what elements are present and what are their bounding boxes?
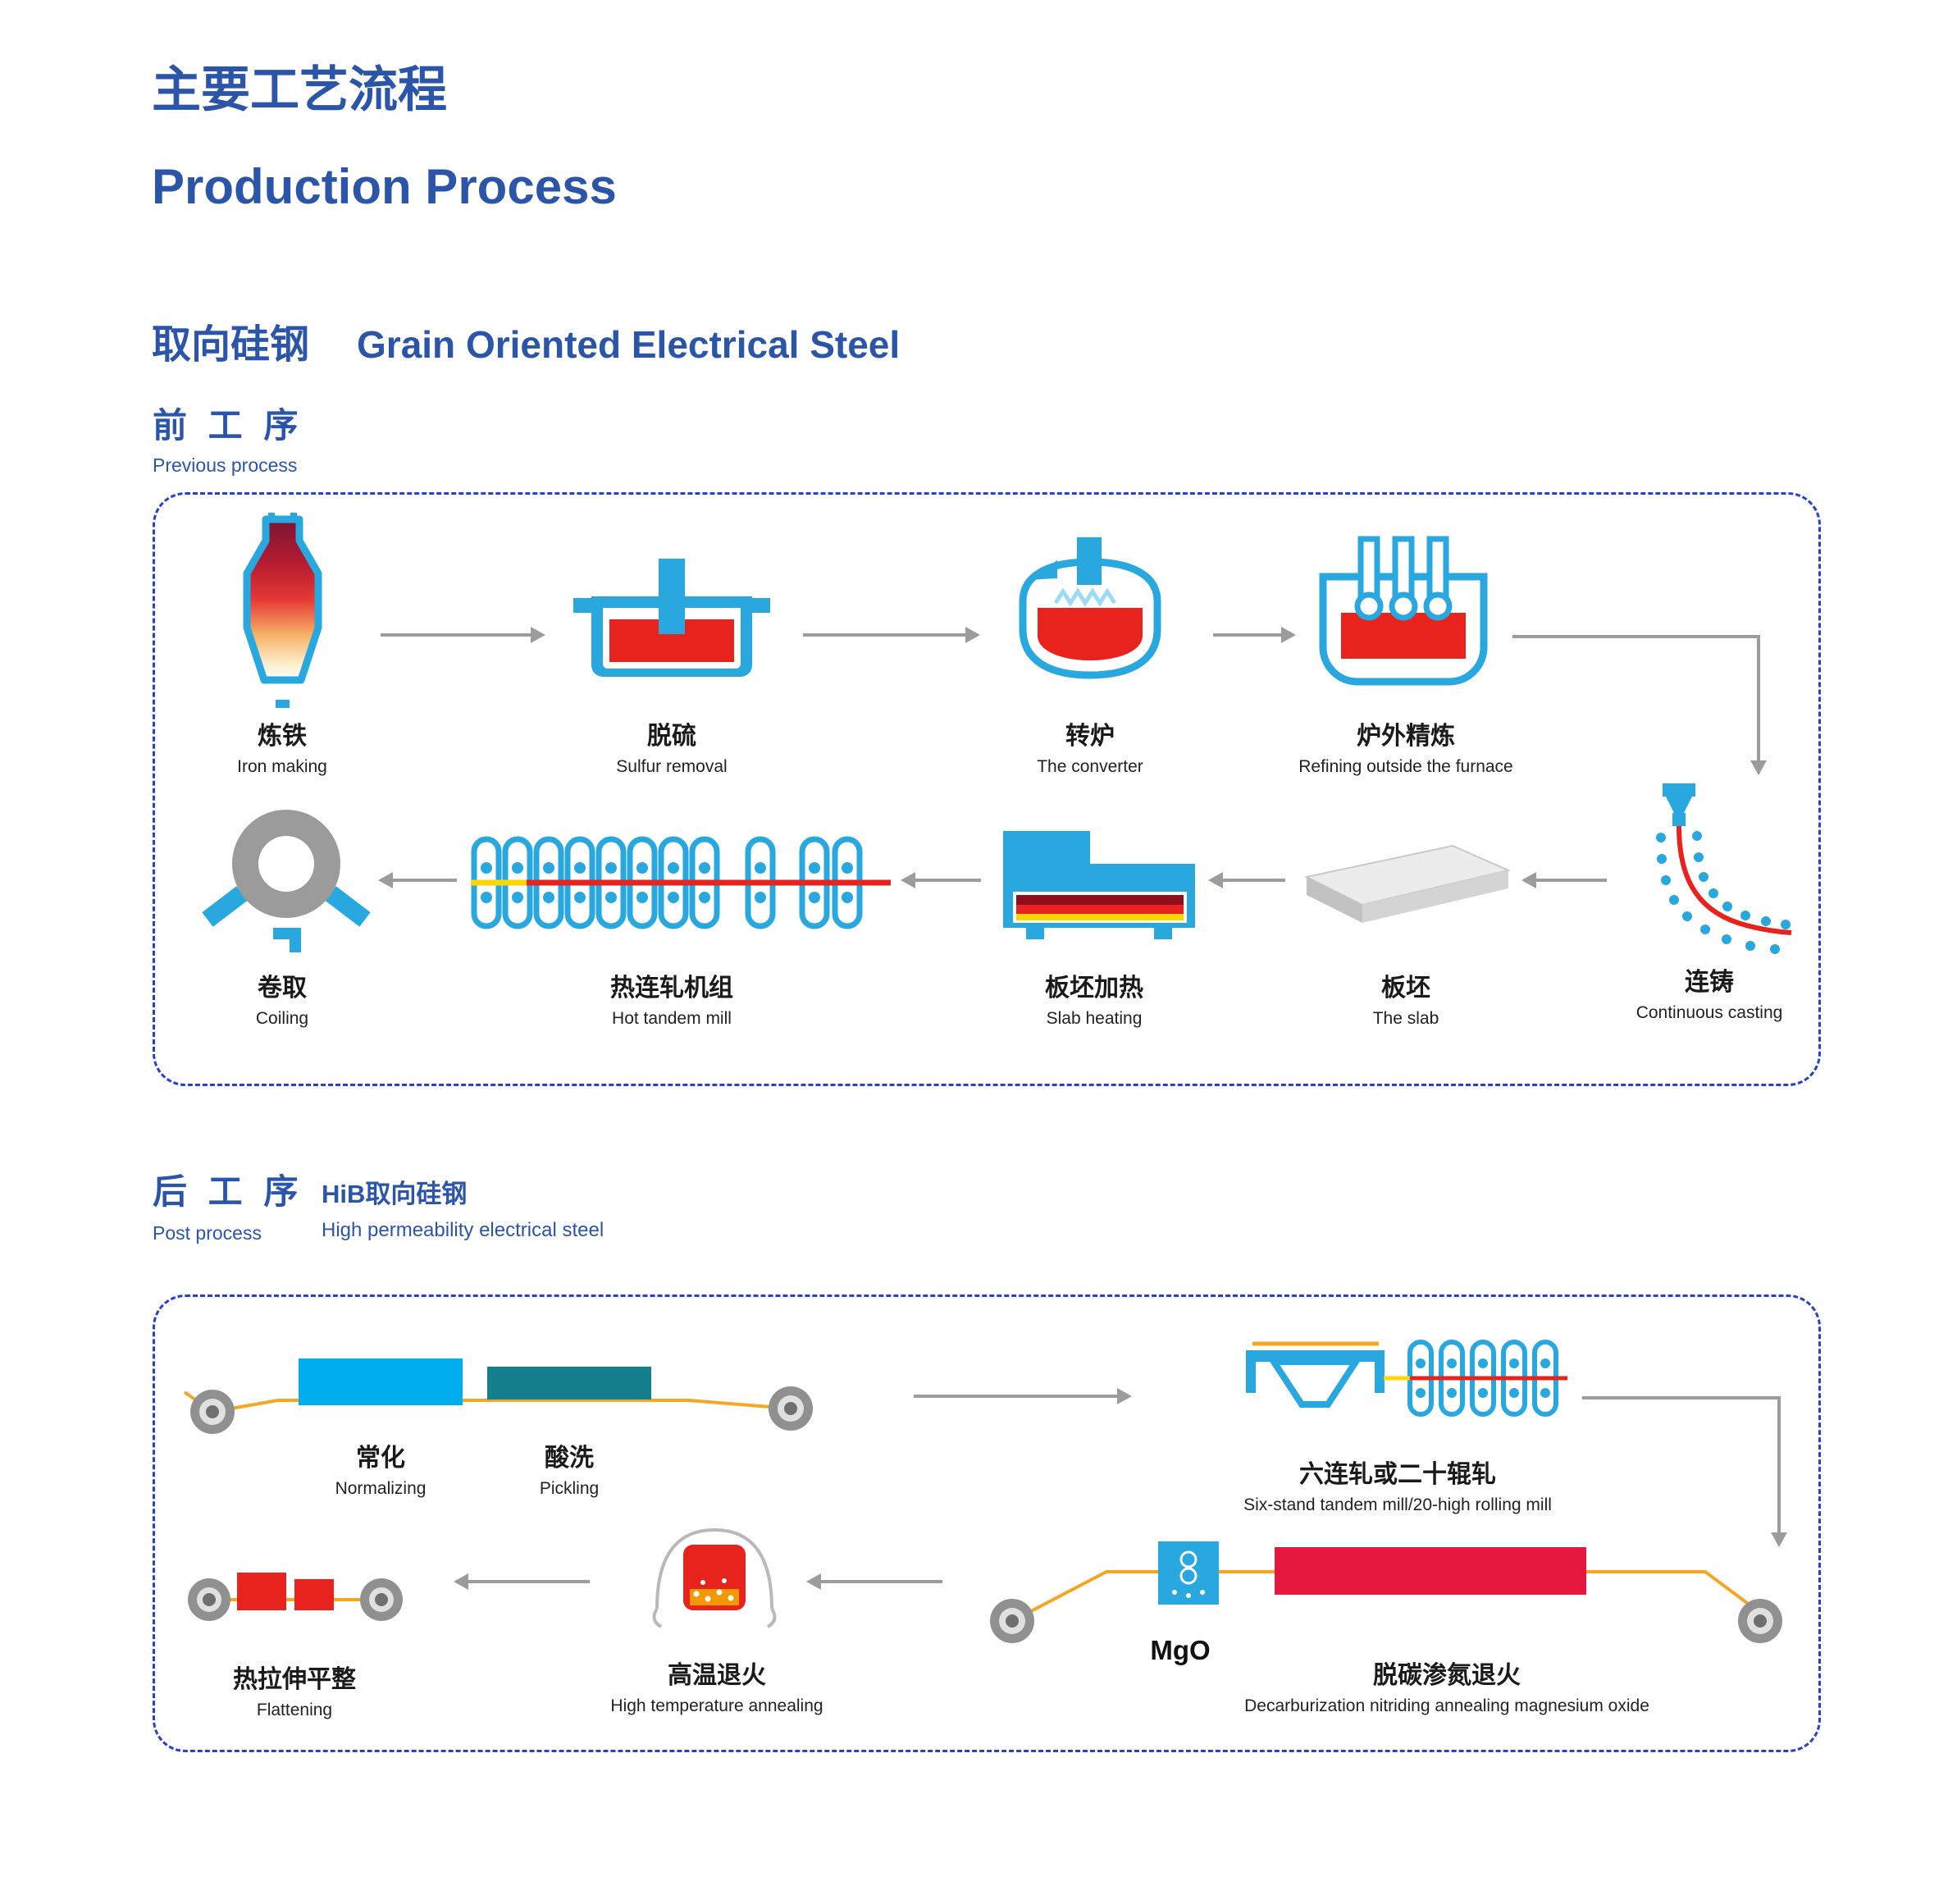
roller-icon bbox=[990, 1599, 1034, 1643]
arrow-iron-to-sulfur bbox=[381, 627, 545, 643]
label-en: Decarburization nitriding annealing magn… bbox=[1244, 1696, 1649, 1715]
label-zh: 热连轧机组 bbox=[610, 975, 733, 1002]
coiler-icon bbox=[202, 810, 371, 952]
pickling-tank bbox=[487, 1367, 651, 1399]
arrow-sulfur-to-converter bbox=[803, 627, 980, 643]
label-zh: 脱碳渗氮退火 bbox=[1373, 1662, 1521, 1689]
arrow-heating-to-tandem bbox=[901, 872, 981, 888]
label-en: Slab heating bbox=[1046, 1009, 1143, 1028]
label-zh: 脱硫 bbox=[647, 723, 696, 750]
cold-rolling-mill-icon bbox=[1246, 1340, 1567, 1417]
step-label-tandem-mill: 热连轧机组 Hot tandem mill bbox=[528, 975, 815, 1029]
step-label-coiling: 卷取 Coiling bbox=[184, 975, 381, 1029]
post-process-heading-en: Post process bbox=[153, 1222, 262, 1244]
page-title-en: Production Process bbox=[152, 159, 617, 214]
label-en: Hot tandem mill bbox=[612, 1009, 732, 1028]
label-en: The slab bbox=[1372, 1009, 1439, 1028]
step-label-continuous-casting: 连铸 Continuous casting bbox=[1594, 969, 1824, 1023]
post-process-flow-box: 常化 Normalizing 酸洗 Pickling bbox=[153, 1294, 1821, 1752]
step-label-mgo: MgO bbox=[1150, 1635, 1211, 1665]
flattening-line-icon bbox=[188, 1573, 403, 1621]
normalizing-tank bbox=[299, 1358, 463, 1405]
label-zh: 炼铁 bbox=[258, 723, 307, 750]
post-process-sub-zh: HiB取向硅钢 bbox=[322, 1180, 468, 1208]
label-zh: 六连轧或二十辊轧 bbox=[1299, 1461, 1496, 1488]
label-zh: 热拉伸平整 bbox=[233, 1666, 356, 1693]
pre-process-heading-en: Previous process bbox=[153, 454, 298, 476]
arrow-decarb-to-annealing bbox=[806, 1573, 942, 1590]
section-subtitle: 取向硅钢 Grain Oriented Electrical Steel bbox=[152, 312, 900, 369]
step-label-decarb-annealing: 脱碳渗氮退火 Decarburization nitriding anneali… bbox=[1168, 1662, 1726, 1716]
label-zh: 酸洗 bbox=[545, 1445, 594, 1472]
pre-process-flow-box: 炼铁 Iron making 脱硫 Sulfur removal 转炉 The … bbox=[153, 492, 1821, 1086]
label-zh: 转炉 bbox=[1065, 723, 1115, 750]
post-process-heading-zh: 后 工 序 bbox=[153, 1172, 304, 1211]
step-label-refining: 炉外精炼 Refining outside the furnace bbox=[1266, 723, 1545, 777]
label-zh: 高温退火 bbox=[668, 1662, 766, 1689]
step-label-sulfur-removal: 脱硫 Sulfur removal bbox=[573, 723, 770, 777]
connector-mill-horizontal bbox=[1582, 1396, 1779, 1399]
label-en: Sulfur removal bbox=[616, 757, 728, 776]
label-en: The converter bbox=[1037, 757, 1143, 776]
roller-icon bbox=[360, 1578, 403, 1621]
label-en: Six-stand tandem mill/20-high rolling mi… bbox=[1243, 1495, 1552, 1514]
label-en: Flattening bbox=[256, 1701, 333, 1719]
connector-refining-horizontal bbox=[1512, 635, 1760, 638]
label-en: Coiling bbox=[255, 1009, 309, 1028]
normalizing-pickling-line-icon bbox=[183, 1358, 813, 1434]
roller-icon bbox=[188, 1578, 230, 1621]
label-en: Pickling bbox=[539, 1479, 600, 1498]
arrow-casting-to-slab bbox=[1521, 872, 1607, 888]
bell-furnace-icon bbox=[652, 1527, 777, 1628]
page-title-zh: 主要工艺流程 bbox=[152, 62, 447, 117]
label-zh: 卷取 bbox=[258, 975, 307, 1002]
arrow-tandem-to-coiling bbox=[378, 872, 457, 888]
label-zh: 连铸 bbox=[1685, 969, 1734, 996]
tandem-mill-icon bbox=[471, 836, 891, 929]
decarb-annealing-line-icon bbox=[990, 1541, 1782, 1643]
ladle-icon bbox=[573, 559, 770, 677]
pre-process-heading-zh: 前 工 序 bbox=[153, 406, 304, 445]
label-en: Normalizing bbox=[335, 1479, 427, 1498]
label-en: Iron making bbox=[237, 757, 327, 776]
step-label-flattening: 热拉伸平整 Flattening bbox=[196, 1666, 393, 1720]
label-en: High temperature annealing bbox=[610, 1696, 823, 1715]
converter-icon bbox=[1019, 537, 1161, 679]
post-process-sub-en: High permeability electrical steel bbox=[322, 1219, 604, 1241]
slab-icon bbox=[1303, 844, 1512, 923]
connector-refining-down-arrow bbox=[1750, 635, 1767, 775]
label-en: Continuous casting bbox=[1635, 1003, 1783, 1022]
step-label-pickling: 酸洗 Pickling bbox=[471, 1445, 668, 1499]
step-label-rolling-mill: 六连轧或二十辊轧 Six-stand tandem mill/20-high r… bbox=[1225, 1461, 1570, 1515]
roller-icon bbox=[1738, 1599, 1782, 1643]
reheating-furnace-icon bbox=[1003, 831, 1195, 939]
blast-furnace-icon bbox=[243, 513, 322, 708]
roller-icon bbox=[769, 1386, 813, 1431]
step-label-iron-making: 炼铁 Iron making bbox=[184, 723, 381, 777]
refining-furnace-icon bbox=[1319, 536, 1488, 686]
arrow-slab-to-heating bbox=[1208, 872, 1285, 888]
subtitle-en: Grain Oriented Electrical Steel bbox=[357, 323, 901, 366]
arrow-annealing-to-flattening bbox=[454, 1573, 590, 1590]
step-label-normalizing: 常化 Normalizing bbox=[282, 1445, 479, 1499]
label-en: Refining outside the furnace bbox=[1298, 757, 1513, 776]
continuous-caster-icon bbox=[1656, 783, 1792, 954]
label-zh: 板坯加热 bbox=[1045, 975, 1143, 1002]
arrow-pickling-to-mill bbox=[914, 1388, 1132, 1404]
step-label-converter: 转炉 The converter bbox=[992, 723, 1188, 777]
arrow-converter-to-refining bbox=[1213, 627, 1296, 643]
step-label-slab: 板坯 The slab bbox=[1307, 975, 1504, 1029]
label-zh: 常化 bbox=[356, 1445, 405, 1472]
label-zh: 炉外精炼 bbox=[1357, 723, 1455, 750]
step-label-high-temp-annealing: 高温退火 High temperature annealing bbox=[582, 1662, 852, 1716]
label-zh: 板坯 bbox=[1381, 975, 1430, 1002]
subtitle-zh: 取向硅钢 bbox=[152, 323, 310, 367]
annealing-furnace-body bbox=[1275, 1547, 1586, 1595]
step-label-slab-heating: 板坯加热 Slab heating bbox=[996, 975, 1193, 1029]
connector-mill-down-arrow bbox=[1771, 1396, 1787, 1547]
roller-icon bbox=[190, 1390, 235, 1434]
